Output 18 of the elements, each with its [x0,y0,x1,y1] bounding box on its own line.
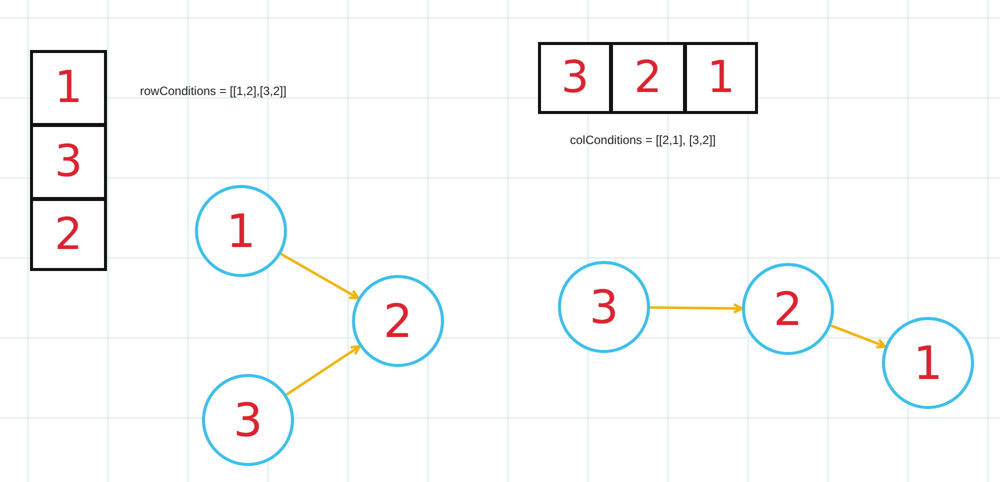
grid-cell: 1 [30,50,107,126]
graph-node-circle: 2 [352,275,444,367]
condition-note: rowConditions = [[1,2],[3,2]] [140,84,286,98]
graph-node-circle: 1 [195,185,287,277]
arrow [830,324,886,349]
graph-node-circle: 2 [742,263,834,355]
graph-node-circle: 1 [882,317,974,409]
grid-cell: 1 [684,42,758,114]
grid-cell: 3 [538,42,612,114]
graph-node-circle: 3 [202,374,294,466]
grid-cell: 2 [30,198,107,271]
grid-cell: 2 [610,42,686,114]
arrow [280,252,360,300]
arrow [286,345,361,396]
condition-note: colConditions = [[2,1], [3,2]] [570,133,716,147]
arrow [650,303,744,314]
grid-cell: 3 [30,124,107,200]
graph-node-circle: 3 [558,261,650,353]
